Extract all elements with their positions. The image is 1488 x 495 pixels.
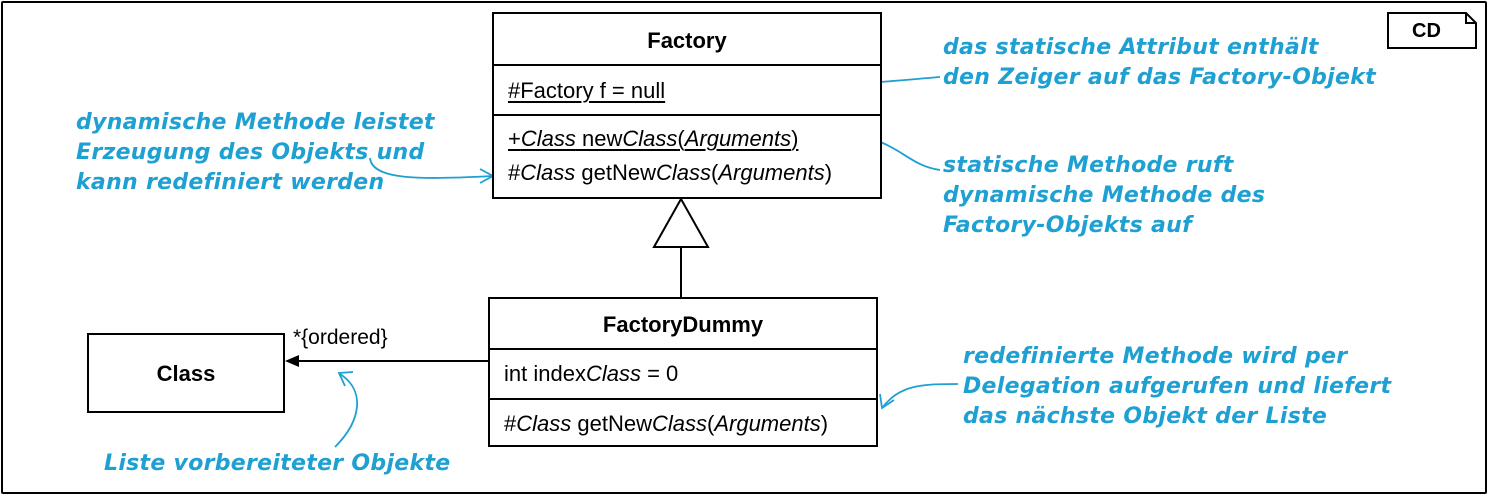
factory-method-newclass: +Class newClass(Arguments) xyxy=(508,126,799,151)
note-line: das statische Attribut enthält xyxy=(943,35,1319,60)
factorydummy-class[interactable]: FactoryDummy int indexClass = 0 #Class g… xyxy=(488,297,878,447)
factory-attribute-f: #Factory f = null xyxy=(508,78,666,103)
class-class[interactable]: Class xyxy=(87,333,285,413)
class-class-name: Class xyxy=(156,361,216,386)
note-line: dynamische Methode leistet xyxy=(76,110,435,135)
factory-attributes-compartment: #Factory f = null xyxy=(494,64,880,114)
note-static-method: statische Methode ruft dynamische Method… xyxy=(943,151,1265,241)
note-redefined-method: redefinierte Methode wird per Delegation… xyxy=(963,342,1391,432)
cd-tag-fold xyxy=(1465,13,1476,24)
factory-methods-compartment: +Class newClass(Arguments) #Class getNew… xyxy=(494,114,880,199)
note-arrow-dynamic-method xyxy=(369,157,493,179)
factorydummy-method-getnewclass: #Class getNewClass(Arguments) xyxy=(504,411,829,436)
factory-method-getnewclass: #Class getNewClass(Arguments) xyxy=(508,160,833,185)
note-dynamic-method: dynamische Methode leistet Erzeugung des… xyxy=(76,108,435,198)
factory-class-name: Factory xyxy=(647,28,727,53)
note-arrow-list xyxy=(334,373,358,448)
note-arrow-redefined-method xyxy=(881,383,959,409)
note-line: Factory-Objekts auf xyxy=(943,213,1192,238)
factorydummy-methods-compartment: #Class getNewClass(Arguments) xyxy=(490,398,876,447)
note-line: Liste vorbereiteter Objekte xyxy=(104,451,451,476)
factorydummy-class-name: FactoryDummy xyxy=(602,312,764,337)
factorydummy-attribute-index: int indexClass = 0 xyxy=(504,361,679,386)
note-list: Liste vorbereiteter Objekte xyxy=(104,449,451,479)
note-line: redefinierte Methode wird per xyxy=(963,344,1348,369)
note-line: Delegation aufgerufen und liefert xyxy=(963,374,1392,399)
note-line: den Zeiger auf das Factory-Objekt xyxy=(943,65,1376,90)
association-multiplicity: *{ordered} xyxy=(293,326,388,349)
note-line: dynamische Methode des xyxy=(943,183,1266,208)
note-arrow-redefined-method-head xyxy=(879,393,895,410)
generalization-triangle xyxy=(652,196,710,248)
diagram-type-label: CD xyxy=(1412,20,1441,42)
note-line: kann redefiniert werden xyxy=(76,170,385,195)
association-arrowhead xyxy=(285,355,299,367)
factory-class[interactable]: Factory #Factory f = null +Class newClas… xyxy=(492,12,882,199)
cd-tag-shape xyxy=(1387,12,1477,49)
note-line: das nächste Objekt der Liste xyxy=(963,404,1328,429)
note-arrow-list-head xyxy=(337,371,354,387)
note-line: Erzeugung des Objekts und xyxy=(76,140,425,165)
note-static-attribute: das statische Attribut enthält den Zeige… xyxy=(943,33,1376,93)
note-line: statische Methode ruft xyxy=(943,153,1234,178)
factorydummy-attributes-compartment: int indexClass = 0 xyxy=(490,348,876,398)
